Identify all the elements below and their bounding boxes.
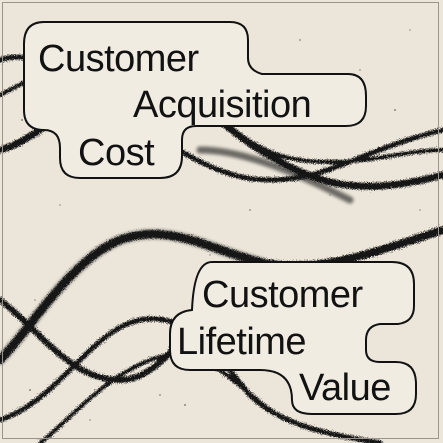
bottom-label-line-2: Lifetime <box>177 321 306 363</box>
top-label-line-3: Cost <box>78 132 155 174</box>
bottom-label-line-1: Customer <box>202 274 364 316</box>
top-label: Customer Acquisition Cost <box>23 21 367 179</box>
top-label-line-2: Acquisition <box>133 84 311 126</box>
wave-strands-blur <box>0 146 354 365</box>
top-label-line-1: Customer <box>38 38 200 80</box>
wave-strand-7 <box>38 352 272 443</box>
bottom-label: Customer Lifetime Value <box>169 261 417 415</box>
bottom-label-line-3: Value <box>299 367 391 409</box>
top-label-pill <box>23 21 367 179</box>
bottom-label-pill <box>169 261 417 415</box>
